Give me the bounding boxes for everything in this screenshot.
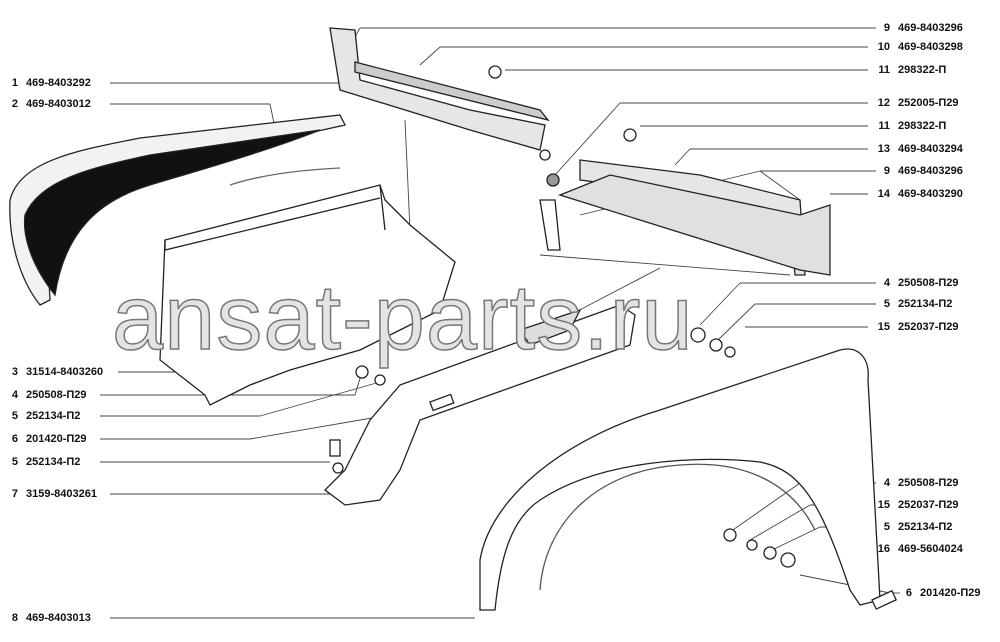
- part-number: 31514-8403260: [26, 366, 104, 378]
- part-number: 3159-8403261: [26, 488, 97, 500]
- callout-1: 1 469-8403292: [4, 77, 91, 89]
- callout-number: 4: [883, 277, 890, 289]
- callout-7: 7 3159-8403261: [4, 488, 97, 500]
- part-number: 298322-П: [898, 120, 947, 132]
- fasteners: [329, 65, 898, 610]
- part-number: 469-5604024: [898, 543, 963, 555]
- callout-number: 8: [11, 612, 18, 624]
- callout-3: 3 31514-8403260: [4, 366, 103, 378]
- part-number: 469-8403298: [898, 41, 963, 53]
- leader-lines: [100, 27, 900, 619]
- part-number: 469-8403292: [26, 77, 91, 89]
- rear-fender-part: [9, 114, 346, 306]
- part-number: 469-8403294: [898, 143, 963, 155]
- callout-number: 11: [878, 120, 890, 132]
- part-number: 298322-П: [898, 64, 947, 76]
- part-number: 250508-П29: [898, 477, 959, 489]
- callout-8: 8 469-8403013: [4, 612, 91, 624]
- callout-12: 12 252005-П29: [868, 97, 959, 109]
- callout-number: 2: [11, 98, 18, 110]
- callout-number: 5: [883, 298, 890, 310]
- callout-5: 5 252134-П2: [4, 410, 81, 422]
- part-number: 469-8403013: [26, 612, 91, 624]
- part-number: 469-8403290: [898, 188, 963, 200]
- callout-2: 2 469-8403012: [4, 98, 91, 110]
- callout-number: 6: [905, 587, 912, 599]
- callout-11: 11 298322-П: [868, 64, 946, 76]
- callout-number: 5: [11, 456, 18, 468]
- callout-number: 13: [877, 143, 890, 155]
- callout-5-lower: 5 252134-П2: [876, 521, 953, 533]
- callout-number: 14: [877, 188, 890, 200]
- callout-11b: 11 298322-П: [868, 120, 946, 132]
- callout-number: 15: [877, 321, 890, 333]
- callout-6-right: 6 201420-П29: [898, 587, 981, 599]
- callout-number: 7: [11, 488, 18, 500]
- part-number: 201420-П29: [26, 433, 87, 445]
- callout-9b: 9 469-8403296: [876, 165, 963, 177]
- mud-guard-brackets: [329, 27, 831, 276]
- part-number: 252134-П2: [26, 456, 81, 468]
- callout-number: 9: [883, 22, 890, 34]
- callout-5b: 5 252134-П2: [4, 456, 81, 468]
- part-number: 250508-П29: [898, 277, 959, 289]
- part-number: 250508-П29: [26, 389, 87, 401]
- part-number: 252134-П2: [26, 410, 81, 422]
- callout-number: 15: [877, 499, 890, 511]
- part-number: 469-8403296: [898, 165, 963, 177]
- callout-9: 9 469-8403296: [876, 22, 963, 34]
- callout-14: 14 469-8403290: [868, 188, 963, 200]
- callout-number: 16: [877, 543, 890, 555]
- part-number: 252005-П29: [898, 97, 959, 109]
- callout-15-lower: 15 252037-П29: [868, 499, 959, 511]
- callout-number: 4: [11, 389, 18, 401]
- part-number: 201420-П29: [920, 587, 981, 599]
- callout-number: 6: [11, 433, 18, 445]
- inner-panel-part: [159, 184, 456, 406]
- callout-number: 4: [883, 477, 890, 489]
- callout-13: 13 469-8403294: [868, 143, 963, 155]
- callout-6: 6 201420-П29: [4, 433, 87, 445]
- part-number: 252134-П2: [898, 521, 953, 533]
- watermark: ansat-parts.ru: [111, 267, 694, 369]
- callout-4-right: 4 250508-П29: [876, 277, 959, 289]
- callout-number: 10: [877, 41, 890, 53]
- part-number: 469-8403012: [26, 98, 91, 110]
- part-number: 469-8403296: [898, 22, 963, 34]
- callout-number: 9: [883, 165, 890, 177]
- callout-16: 16 469-5604024: [868, 543, 963, 555]
- callout-number: 3: [11, 366, 18, 378]
- front-fender-part: [479, 348, 881, 611]
- callout-number: 11: [878, 64, 890, 76]
- callout-number: 5: [883, 521, 890, 533]
- part-number: 252134-П2: [898, 298, 953, 310]
- part-number: 252037-П29: [898, 499, 959, 511]
- callout-5-right: 5 252134-П2: [876, 298, 953, 310]
- callout-number: 1: [11, 77, 18, 89]
- callout-4: 4 250508-П29: [4, 389, 87, 401]
- callout-4-lower: 4 250508-П29: [876, 477, 959, 489]
- part-number: 252037-П29: [898, 321, 959, 333]
- callout-number: 12: [877, 97, 890, 109]
- callout-number: 5: [11, 410, 18, 422]
- callout-15: 15 252037-П29: [868, 321, 959, 333]
- bracket-part: [324, 304, 636, 506]
- callout-10: 10 469-8403298: [868, 41, 963, 53]
